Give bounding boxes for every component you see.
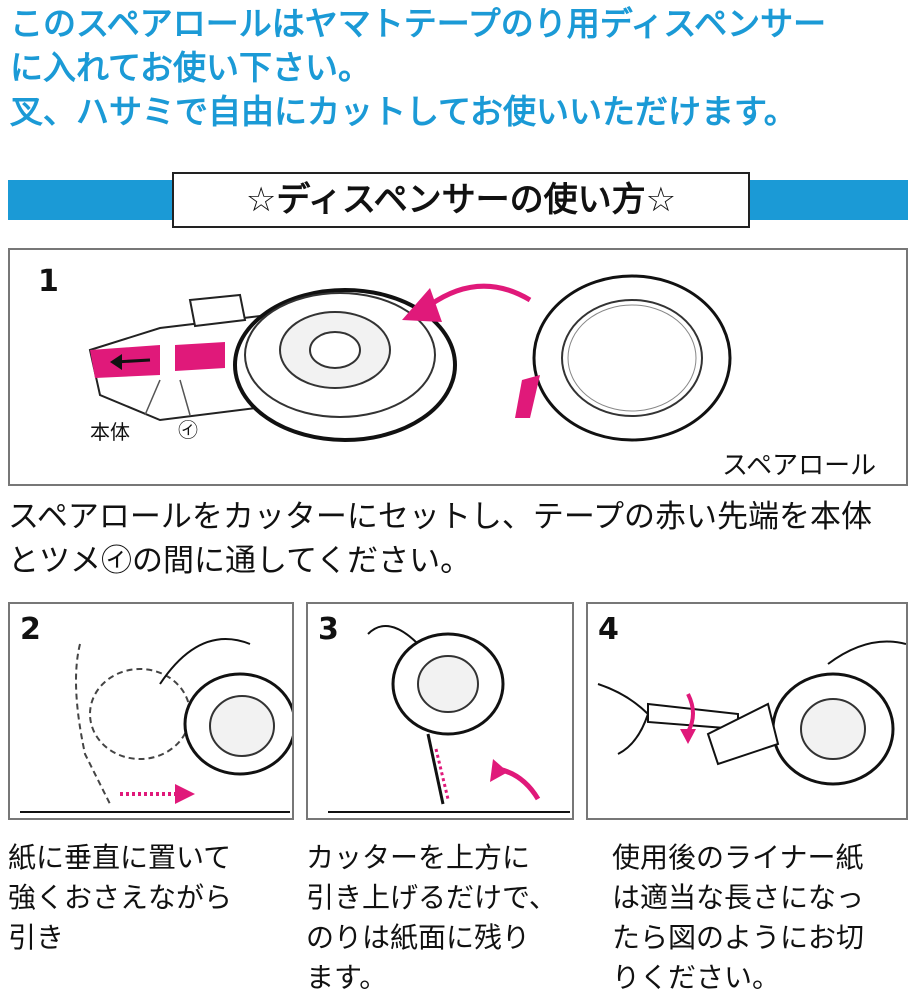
step4-line-4: りください。 [612, 961, 781, 994]
step4-illustration [597, 640, 906, 786]
step2-line-2: 強くおさえながら [8, 881, 233, 914]
step2-panel: 2 [8, 602, 294, 820]
intro-line-1: このスペアロールはヤマトテープのり用ディスペンサー [10, 4, 827, 43]
intro-text: このスペアロールはヤマトテープのり用ディスペンサー に入れてお使い下さい。 叉、… [10, 2, 915, 134]
section-title: ☆ディスペンサーの使い方☆ [172, 172, 750, 228]
step4-number: 4 [598, 612, 619, 647]
intro-line-2: に入れてお使い下さい。 [10, 48, 372, 87]
step4-panel: 4 [586, 602, 908, 820]
step2-number: 2 [20, 612, 41, 647]
step2-line-1: 紙に垂直に置いて [8, 841, 232, 874]
label-spare-roll: スペアロール [722, 451, 877, 481]
step3-line-1: カッターを上方に [306, 841, 531, 874]
step3-line-3: のりは紙面に残り [306, 921, 531, 954]
step3-panel: 3 [306, 602, 574, 820]
step4-line-1: 使用後のライナー紙 [612, 841, 864, 874]
step3-illustration [328, 625, 570, 813]
step1-description-1: スペアロールをカッターにセットし、テープの赤い先端を本体 [8, 499, 872, 535]
step3-line-2: 引き上げるだけで、 [306, 881, 557, 914]
step3-number: 3 [318, 612, 339, 647]
label-body: 本体 [90, 420, 130, 444]
intro-line-3: 叉、ハサミで自由にカットしてお使いいただけます。 [10, 92, 797, 131]
step1-panel: 1 本体 ㋑ スペアロール [8, 248, 908, 486]
step2-line-3: 引き [8, 921, 65, 954]
step1-number: 1 [38, 264, 59, 299]
step3-line-4: ます。 [306, 961, 388, 994]
step1-description-2: とツメ㋑の間に通してください。 [8, 543, 472, 579]
step2-illustration [20, 638, 292, 813]
step1-illustration [88, 274, 732, 442]
step4-line-2: は適当な長さになっ [612, 881, 865, 914]
label-claw: ㋑ [178, 418, 198, 442]
step4-line-3: たら図のようにお切 [612, 921, 865, 954]
